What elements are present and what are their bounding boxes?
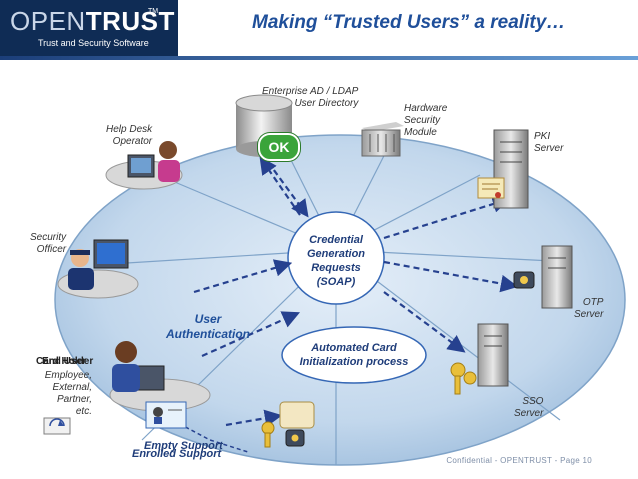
hsm-label: Hardware Security Module bbox=[404, 103, 448, 138]
automated-init-node bbox=[281, 326, 427, 384]
user-authentication-label: User Authentication bbox=[166, 312, 250, 341]
pki-server-icon bbox=[477, 129, 529, 209]
card-holder-desc: Employee, External, Partner, etc. bbox=[44, 370, 92, 417]
opentrust-logo: OPENTRUST TM Trust and Security Software bbox=[0, 0, 178, 56]
credential-requests-node bbox=[287, 211, 385, 305]
sso-server-icon bbox=[450, 323, 509, 395]
page-footer: Confidential - OPENTRUST - Page 10 bbox=[446, 456, 592, 465]
enrolled-support-label: Enrolled Support bbox=[132, 448, 222, 460]
slide-title: Making “Trusted Users” a reality… bbox=[252, 12, 566, 33]
pki-label: PKI Server bbox=[534, 131, 564, 154]
security-officer-label: Security Officer bbox=[30, 232, 67, 255]
sso-label: SSO Server bbox=[514, 396, 544, 419]
security-officer-icon bbox=[57, 239, 139, 299]
otp-label: OTP Server bbox=[574, 297, 604, 320]
helpdesk-label: Help Desk Operator bbox=[106, 124, 153, 147]
logo-tm: TM bbox=[148, 8, 159, 15]
header: OPENTRUST TM Trust and Security Software… bbox=[0, 0, 638, 56]
flow-arrows bbox=[193, 156, 519, 427]
automated-init-text: Automated Card Initialization process bbox=[299, 342, 409, 368]
ok-badge: OK bbox=[258, 133, 300, 161]
helpdesk-operator-icon bbox=[105, 141, 183, 190]
otp-server-icon bbox=[513, 245, 573, 309]
end-user-label: End User bbox=[42, 356, 86, 367]
credential-requests-text: Credential Generation Requests (SOAP) bbox=[306, 234, 366, 288]
title-underline bbox=[0, 56, 638, 60]
empty-support-label: Empty Support bbox=[144, 440, 223, 452]
card-holder-label: Card Holder bbox=[36, 356, 94, 367]
logo-tagline: Trust and Security Software bbox=[38, 38, 149, 48]
hsm-device-icon bbox=[361, 122, 404, 157]
ldap-label: Enterprise AD / LDAP User Directory bbox=[262, 86, 359, 109]
card-holder-icon bbox=[109, 341, 211, 429]
logo-wordmark: OPENTRUST bbox=[10, 6, 175, 36]
token-keys-icon bbox=[43, 401, 315, 448]
